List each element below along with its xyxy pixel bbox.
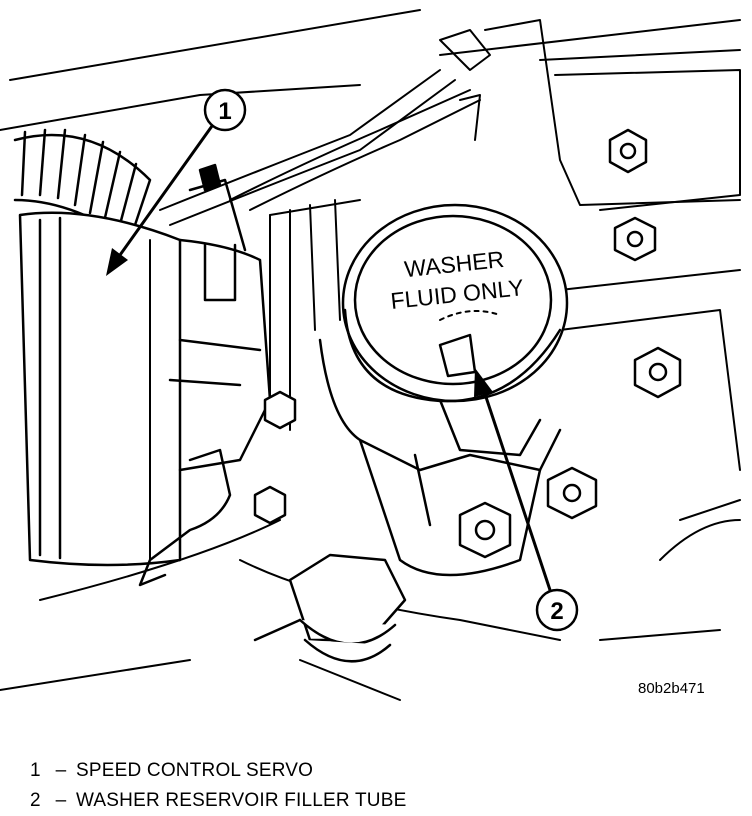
legend-item-2-dash: – — [55, 790, 67, 811]
callout-2-circle — [535, 588, 579, 632]
bolt-4 — [546, 466, 598, 520]
legend-item-2-label: WASHER RESERVOIR FILLER TUBE — [76, 790, 407, 811]
callout-1: 1 — [106, 88, 247, 276]
bolt-2 — [613, 216, 657, 262]
callout-1-arrowhead — [106, 248, 128, 276]
hex-bolts — [253, 128, 682, 559]
washer-reservoir-filler-tube — [318, 338, 562, 577]
bolt-5 — [458, 501, 512, 559]
large-hex-plug — [253, 553, 407, 663]
callout-1-circle — [203, 88, 247, 132]
legend-item-2: 2–WASHER RESERVOIR FILLER TUBE — [30, 790, 406, 812]
legend-item-2-number: 2 — [30, 790, 41, 811]
washer-fluid-cap — [341, 203, 569, 403]
bolt-7 — [253, 485, 287, 525]
figure-id: 80b2b471 — [638, 680, 705, 697]
wiring-harness — [159, 29, 491, 226]
callout-2-arrowhead — [474, 368, 493, 397]
legend-item-1-number: 1 — [30, 760, 41, 781]
callout-1-number: 1 — [218, 98, 231, 125]
legend-item-1: 1–SPEED CONTROL SERVO — [30, 760, 313, 782]
speed-control-servo — [18, 163, 272, 587]
legend-item-1-label: SPEED CONTROL SERVO — [76, 760, 314, 781]
callout-1-leader — [118, 124, 214, 257]
background-structure — [0, 9, 741, 701]
callout-2-number: 2 — [550, 598, 563, 625]
legend-item-1-dash: – — [55, 760, 67, 781]
callout-2: 2 — [474, 368, 579, 632]
bolt-6 — [263, 390, 297, 430]
bolt-3 — [633, 346, 682, 399]
callout-2-leader — [480, 383, 552, 592]
radiator-fins — [269, 199, 361, 431]
bolt-1 — [608, 128, 648, 174]
